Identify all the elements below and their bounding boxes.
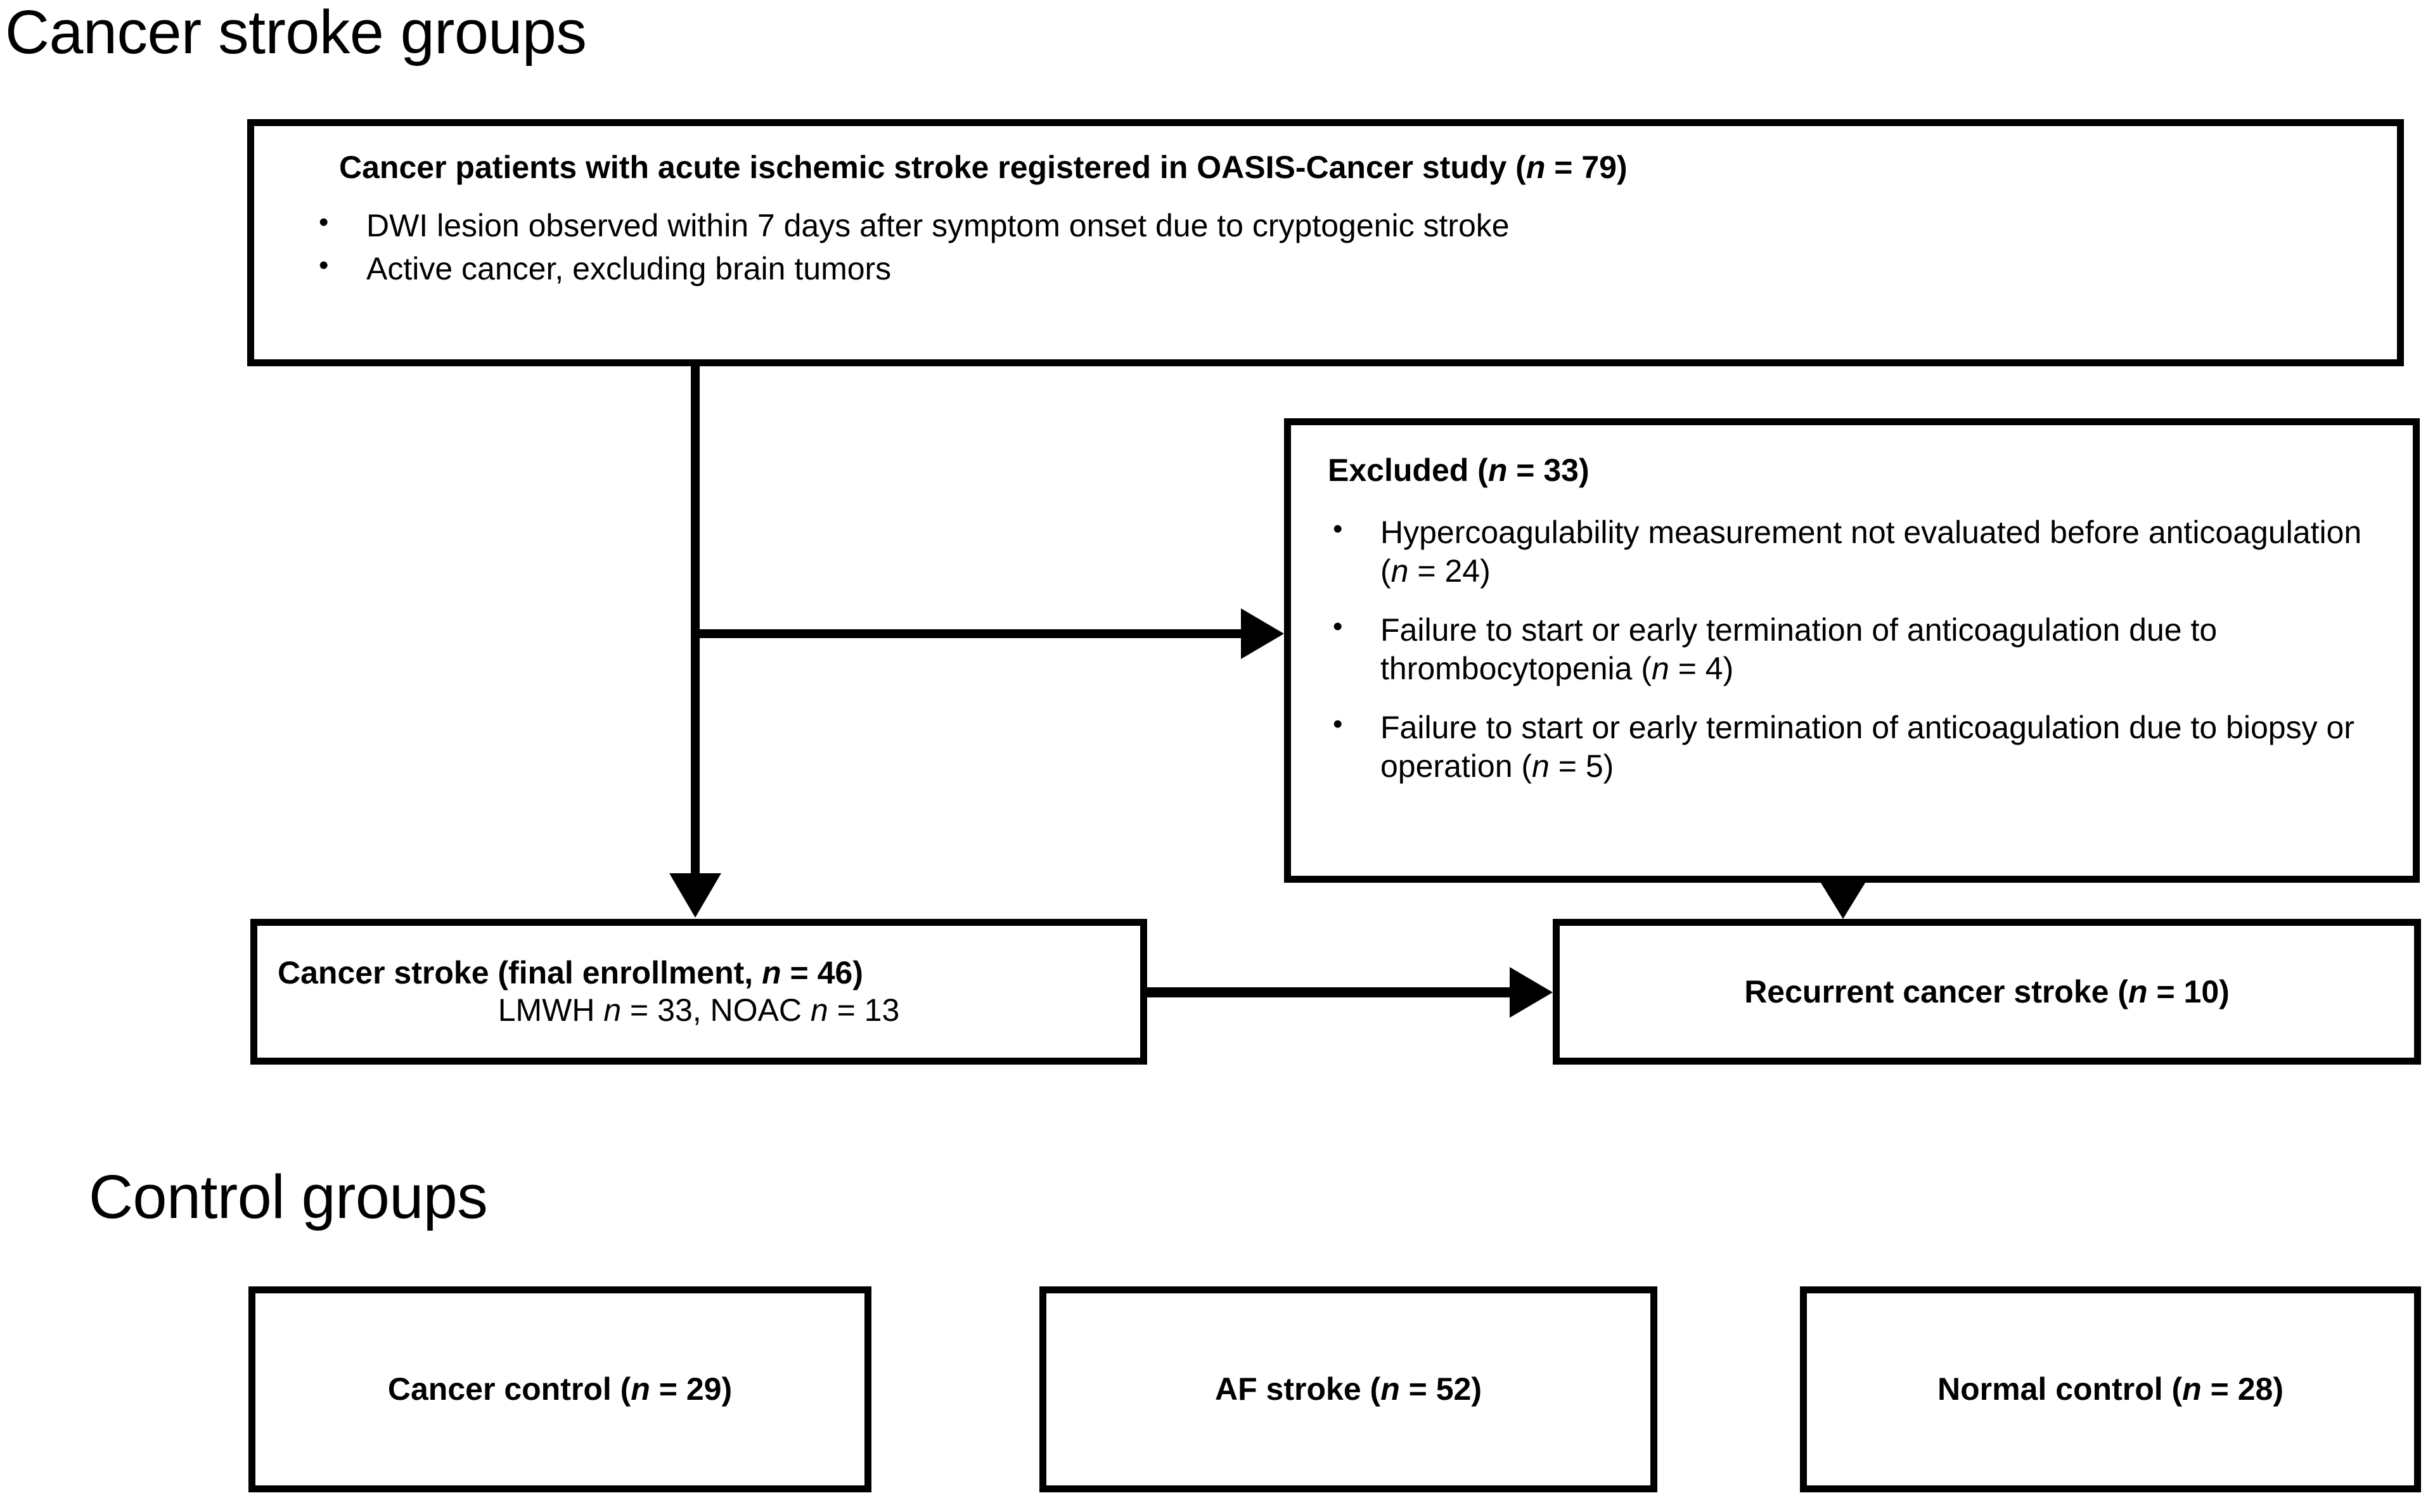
n-variable: n (1487, 452, 1508, 488)
box-af-stroke-heading: AF stroke (n = 52) (1215, 1371, 1482, 1407)
list-item: DWI lesion observed within 7 days after … (306, 205, 2397, 245)
list-item: Active cancer, excluding brain tumors (306, 248, 2397, 288)
box-enrolled-content: Cancer patients with acute ischemic stro… (254, 126, 2397, 359)
box-recurrent-cancer-stroke: Recurrent cancer stroke (n = 10) (1553, 919, 2421, 1065)
arrow-excluded-to-recurrent (1818, 878, 1868, 919)
box-enrolled-criteria-list: DWI lesion observed within 7 days after … (254, 205, 2397, 293)
n-variable: n (631, 1371, 650, 1407)
box-af-stroke-content: AF stroke (n = 52) (1046, 1293, 1650, 1485)
box-final-enrollment-heading: Cancer stroke (final enrollment, n = 46) (278, 955, 863, 990)
n-variable: n (1652, 651, 1669, 686)
n-variable: n (2182, 1371, 2202, 1407)
box-final-enrollment-treatment-line: LMWH n = 33, NOAC n = 13 (498, 992, 900, 1028)
box-excluded-reasons-list: Hypercoagulability measurement not evalu… (1291, 512, 2413, 806)
arrow-final-to-recurrent (1147, 967, 1553, 1018)
box-excluded: Excluded (n = 33) Hypercoagulability mea… (1284, 418, 2420, 883)
n-variable: n (1380, 1371, 1400, 1407)
n-variable: n (1526, 150, 1546, 185)
n-variable: n (1532, 748, 1550, 784)
list-item: Failure to start or early termination of… (1320, 707, 2369, 786)
section-title-control-groups: Control groups (89, 1162, 488, 1231)
n-variable: n (603, 992, 622, 1028)
n-variable: n (810, 992, 828, 1028)
box-excluded-heading: Excluded (n = 33) (1328, 452, 1590, 488)
box-normal-control-content: Normal control (n = 28) (1807, 1293, 2414, 1485)
arrow-enrolled-to-excluded (695, 608, 1284, 659)
n-variable: n (762, 955, 781, 990)
box-af-stroke: AF stroke (n = 52) (1039, 1286, 1657, 1492)
box-final-enrollment-content: Cancer stroke (final enrollment, n = 46)… (257, 926, 1140, 1058)
box-recurrent-content: Recurrent cancer stroke (n = 10) (1560, 926, 2414, 1058)
list-item: Hypercoagulability measurement not evalu… (1320, 512, 2369, 591)
box-enrolled-heading: Cancer patients with acute ischemic stro… (339, 150, 1628, 185)
n-variable: n (2128, 973, 2148, 1009)
box-normal-control: Normal control (n = 28) (1800, 1286, 2421, 1492)
box-enrolled-patients: Cancer patients with acute ischemic stro… (247, 119, 2404, 366)
box-excluded-content: Excluded (n = 33) Hypercoagulability mea… (1291, 425, 2413, 876)
box-cancer-control-heading: Cancer control (n = 29) (387, 1371, 733, 1407)
section-title-cancer-stroke-groups: Cancer stroke groups (5, 0, 587, 67)
box-cancer-control-content: Cancer control (n = 29) (255, 1293, 864, 1485)
arrow-enrolled-to-final (669, 366, 721, 918)
n-variable: n (1391, 553, 1409, 589)
box-cancer-control: Cancer control (n = 29) (248, 1286, 871, 1492)
list-item: Failure to start or early termination of… (1320, 610, 2369, 688)
box-final-enrollment: Cancer stroke (final enrollment, n = 46)… (250, 919, 1147, 1065)
box-normal-control-heading: Normal control (n = 28) (1937, 1371, 2283, 1407)
box-recurrent-heading: Recurrent cancer stroke (n = 10) (1744, 973, 2230, 1009)
